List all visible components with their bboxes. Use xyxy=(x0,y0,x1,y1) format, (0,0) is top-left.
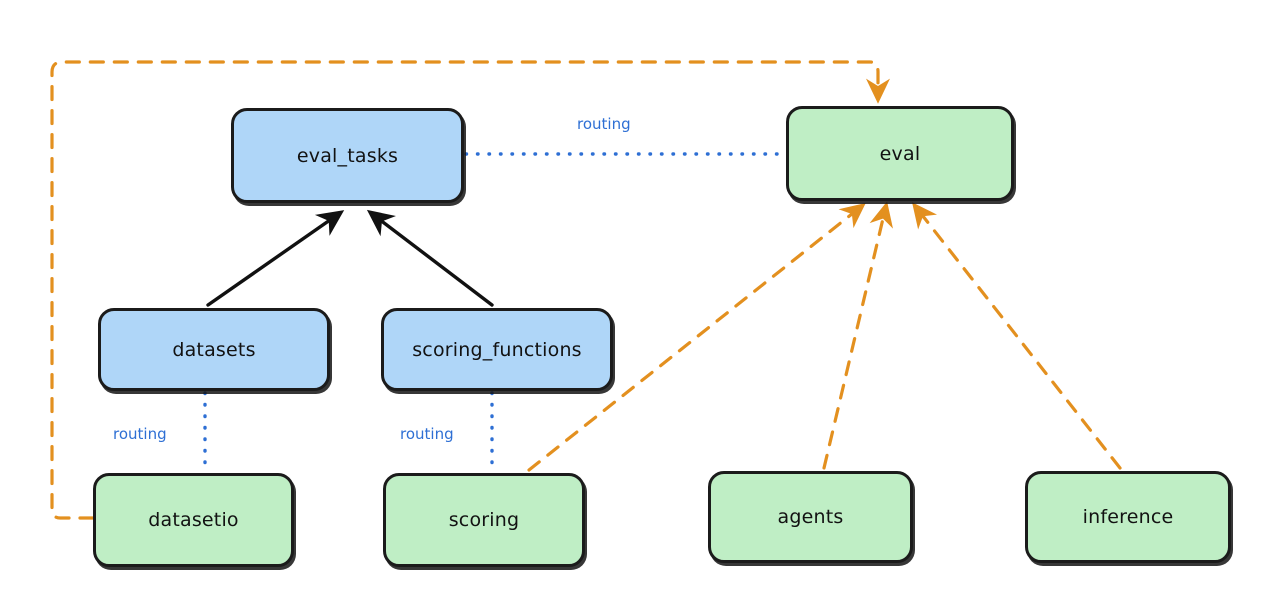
node-eval[interactable]: eval xyxy=(786,106,1014,201)
node-label-datasetio: datasetio xyxy=(148,509,239,531)
edge-label-routing-scoring: routing xyxy=(400,425,454,443)
node-scoring-functions[interactable]: scoring_functions xyxy=(381,308,613,391)
node-label-agents: agents xyxy=(777,506,844,528)
edge-scoring-eval xyxy=(527,203,866,472)
edge-datasetio-eval xyxy=(50,60,890,520)
node-label-scoring: scoring xyxy=(448,509,520,531)
edge-label-routing-eval: routing xyxy=(577,115,631,133)
node-label-eval: eval xyxy=(879,142,921,165)
edge-datasets-eval-tasks xyxy=(206,210,345,307)
node-scoring[interactable]: scoring xyxy=(383,473,585,567)
node-datasets[interactable]: datasets xyxy=(98,308,330,391)
node-eval-tasks[interactable]: eval_tasks xyxy=(231,108,464,203)
node-label-inference: inference xyxy=(1082,506,1174,528)
node-label-eval-tasks: eval_tasks xyxy=(296,144,399,167)
node-agents[interactable]: agents xyxy=(708,471,913,563)
node-inference[interactable]: inference xyxy=(1025,471,1231,563)
edge-inference-eval xyxy=(912,202,1122,470)
edge-scoring-functions-eval-tasks xyxy=(366,209,494,307)
node-label-scoring-functions: scoring_functions xyxy=(412,338,582,361)
node-datasetio[interactable]: datasetio xyxy=(93,473,294,567)
edge-agents-eval xyxy=(822,201,893,470)
edge-label-routing-datasetio: routing xyxy=(113,425,167,443)
node-label-datasets: datasets xyxy=(172,338,256,361)
